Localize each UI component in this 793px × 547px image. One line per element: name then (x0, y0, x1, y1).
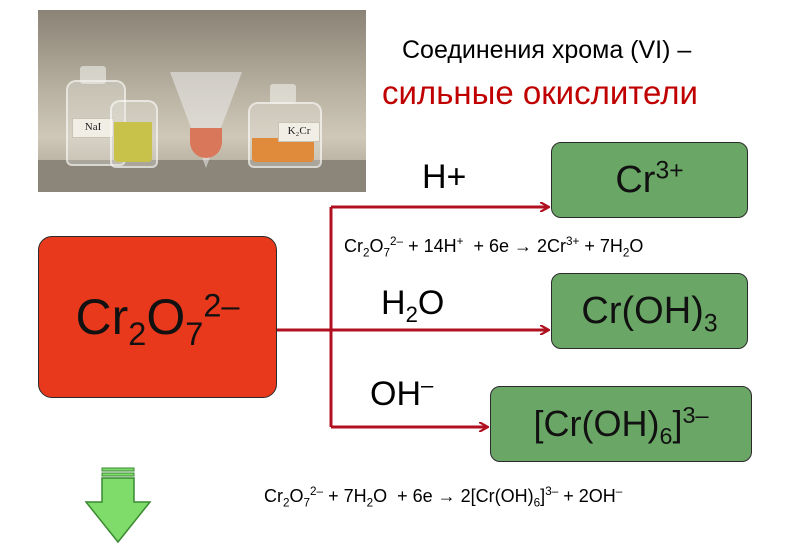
equation-alkaline: Cr2O72– + 7H2O + 6e → 2[Cr(OH)6]3– + 2OH… (264, 486, 622, 507)
equation-acidic: Cr2O72– + 14H+ + 6e → 2Cr3+ + 7H2O (344, 236, 643, 257)
condition-neutral: H2O (381, 284, 444, 323)
product-croh3-formula: Cr(OH)3 (581, 290, 717, 333)
reactant-formula: Cr2O72– (76, 288, 240, 346)
product-croh6-formula: [Cr(OH)6]3– (533, 403, 708, 445)
reactant-dichromate-box: Cr2O72– (38, 236, 277, 398)
down-arrow-icon (84, 466, 154, 546)
product-croh3-box: Cr(OH)3 (551, 273, 748, 349)
product-cr3-formula: Cr3+ (615, 159, 683, 202)
product-cr3-box: Cr3+ (551, 142, 748, 218)
condition-alkaline: OH– (370, 375, 433, 414)
condition-acidic: H+ (422, 158, 466, 197)
product-croh6-box: [Cr(OH)6]3– (490, 386, 752, 462)
